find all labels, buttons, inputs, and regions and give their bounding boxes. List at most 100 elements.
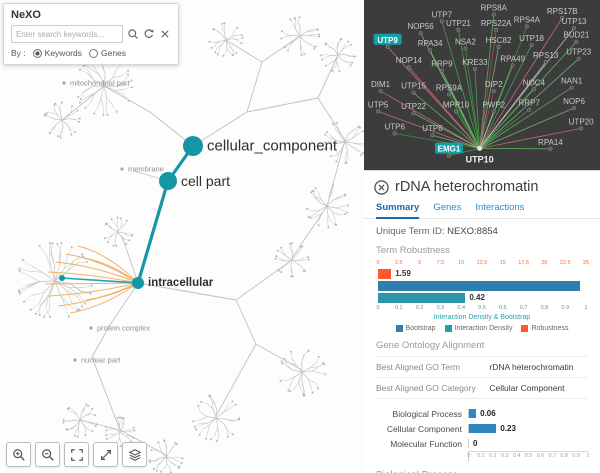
gene-node-label[interactable]: HSC82: [486, 36, 512, 45]
gene-node-label[interactable]: BUD21: [564, 31, 590, 40]
zoom-in-button[interactable]: [6, 442, 31, 467]
biological-process-section-label: Biological Process: [364, 461, 600, 473]
gene-node-label[interactable]: RPS8A: [481, 4, 508, 13]
search-icon[interactable]: [126, 28, 139, 41]
clear-icon[interactable]: [158, 28, 171, 41]
layers-button[interactable]: [122, 442, 147, 467]
tab-summary[interactable]: Summary: [376, 202, 420, 219]
gene-node-label[interactable]: NSA2: [455, 38, 476, 47]
term-id-label: Unique Term ID:: [376, 226, 445, 237]
gene-node-label[interactable]: RPA49: [500, 55, 525, 64]
tab-genes[interactable]: Genes: [433, 202, 462, 213]
gene-node-label[interactable]: UTP5: [368, 100, 389, 109]
radio-genes-control[interactable]: [88, 48, 98, 58]
gene-node-label[interactable]: KRE33: [462, 58, 488, 67]
refresh-icon[interactable]: [142, 28, 155, 41]
gene-node-label[interactable]: UTP15: [401, 82, 426, 91]
axis-tick: 10: [458, 260, 465, 266]
gene-node-label[interactable]: RPS13: [533, 51, 559, 60]
gene-node-label[interactable]: UTP21: [446, 19, 471, 28]
go-chart-track: 0: [468, 439, 588, 448]
tree-node-cell_part[interactable]: [159, 172, 177, 190]
gene-node-label[interactable]: RRP9: [431, 60, 453, 69]
gene-node-label[interactable]: EMG1: [438, 145, 461, 154]
robustness-axis-title: Interaction Density & Bootstrap: [433, 314, 531, 321]
bar-bootstrap: [378, 281, 580, 291]
gene-node-label-hub[interactable]: UTP10: [466, 154, 494, 164]
bar-value-label: 1.59: [395, 269, 411, 278]
gene-node-label[interactable]: NOP6: [563, 97, 585, 106]
gene-node-label[interactable]: UTP9: [377, 36, 398, 45]
gene-node-label[interactable]: NAN1: [561, 77, 583, 86]
search-by-label: By :: [11, 48, 26, 58]
gene-node-label[interactable]: NOC4: [523, 78, 546, 87]
axis-tick: 0.4: [457, 305, 466, 311]
gene-node-highlight[interactable]: [434, 142, 463, 154]
gene-node-label[interactable]: RPS4A: [514, 15, 541, 24]
radio-genes[interactable]: Genes: [88, 48, 126, 58]
axis-tick: 0.8: [560, 453, 569, 459]
zoom-out-button[interactable]: [35, 442, 60, 467]
gene-node-label[interactable]: UTP20: [569, 117, 594, 126]
go-alignment-section-label: Gene Ontology Alignment: [376, 340, 485, 351]
axis-tick: 0.5: [478, 305, 486, 311]
go-chart-category: Molecular Function: [390, 438, 462, 449]
gene-node-label[interactable]: RRP7: [519, 99, 541, 108]
bar-interaction-density: [378, 293, 466, 303]
gene-node-label[interactable]: RPA14: [538, 138, 563, 147]
gene-node-label[interactable]: UTP23: [566, 48, 591, 57]
gene-node-label[interactable]: UTP7: [432, 10, 453, 19]
gene-node-label[interactable]: MPP10: [443, 100, 470, 109]
axis-tick: 0.7: [548, 453, 557, 459]
go-alignment-table: Best Aligned GO Term rDNA heterochromati…: [376, 356, 588, 399]
ontology-tree-canvas[interactable]: [0, 0, 364, 473]
gene-node-label[interactable]: UTP6: [384, 123, 405, 132]
go-chart-category: Cellular Component: [386, 423, 462, 434]
gene-node-label[interactable]: RPA34: [418, 39, 443, 48]
robustness-section-label: Term Robustness: [376, 245, 450, 256]
gene-node-label[interactable]: RPS9A: [436, 83, 463, 92]
gene-node-label[interactable]: UTP13: [562, 17, 587, 26]
close-icon[interactable]: [374, 179, 389, 195]
gene-node-label[interactable]: UTP22: [401, 102, 426, 111]
expand-view-button[interactable]: [93, 442, 118, 467]
axis-tick: 0: [376, 305, 380, 311]
axis-tick: 0.8: [540, 305, 549, 311]
go-chart-value: 0.06: [480, 409, 496, 418]
axis-tick: 17.5: [518, 260, 529, 266]
gene-node-label[interactable]: UTP8: [422, 124, 443, 133]
gene-node-label[interactable]: DIM1: [371, 80, 391, 89]
gene-node-highlight[interactable]: [373, 33, 402, 45]
radio-keywords-control[interactable]: [32, 48, 42, 58]
tab-interactions[interactable]: Interactions: [475, 202, 525, 213]
legend-label: Robustness: [531, 325, 569, 332]
gene-node-label[interactable]: NOP14: [396, 56, 423, 65]
view-toolbar: [6, 442, 147, 467]
legend-label: Bootstrap: [405, 325, 436, 332]
gene-node-label[interactable]: PWP2: [482, 100, 505, 109]
gene-node-label[interactable]: UTP18: [519, 34, 544, 43]
tree-node-cellular_component[interactable]: [183, 136, 203, 156]
search-input[interactable]: [11, 25, 123, 43]
radio-keywords[interactable]: Keywords: [32, 48, 82, 58]
radio-keywords-label: Keywords: [44, 48, 82, 58]
gene-node-label[interactable]: RPS17B: [547, 7, 578, 16]
fit-content-button[interactable]: [64, 442, 89, 467]
gene-node-label[interactable]: DIP2: [485, 80, 503, 89]
axis-tick: 0: [467, 453, 471, 459]
legend-item: Robustness: [521, 325, 568, 332]
tree-node-intracellular[interactable]: [132, 277, 144, 289]
gene-node-label[interactable]: RPS22A: [481, 19, 512, 28]
table-row: Best Aligned GO Term rDNA heterochromati…: [376, 357, 588, 378]
app-title: NeXO: [11, 9, 41, 21]
gene-node-label[interactable]: NOP56: [408, 22, 435, 31]
legend-swatch: [395, 325, 403, 332]
